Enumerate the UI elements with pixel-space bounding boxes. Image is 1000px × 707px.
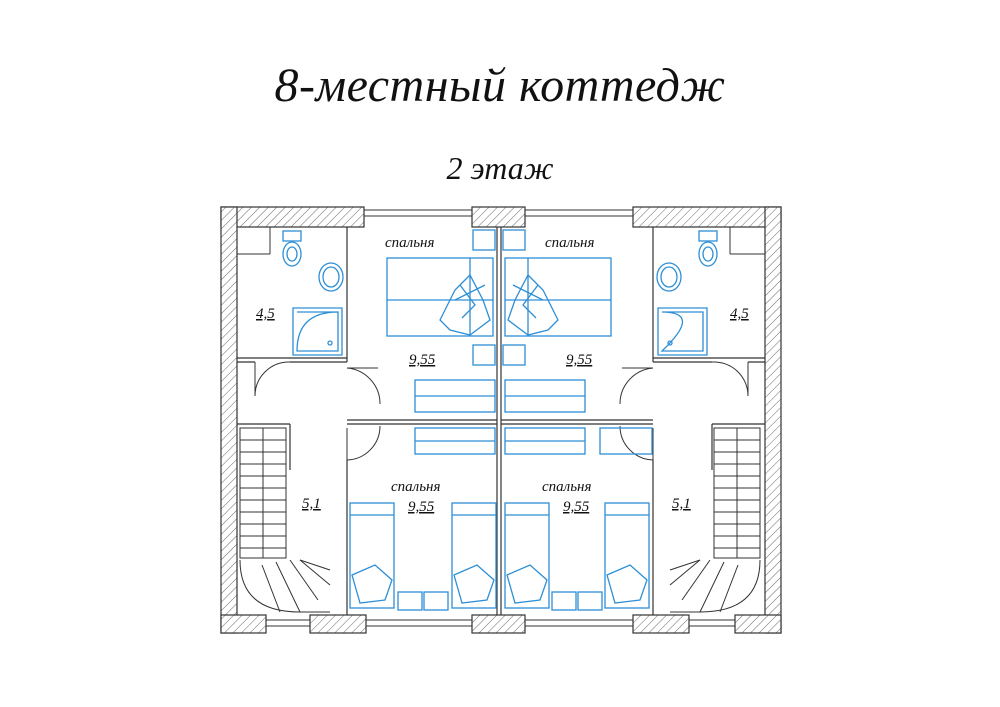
wardrobes-corridor (414, 379, 653, 455)
page-title: 8-местный коттедж (274, 59, 726, 112)
outer-walls (220, 206, 782, 634)
interior-walls (237, 227, 765, 615)
room-area-bathroom-left: 4,5 (256, 306, 275, 322)
bathroom-fixtures-right (656, 230, 718, 356)
beds-bottom-left (349, 502, 497, 611)
room-area-bathroom-right: 4,5 (730, 306, 749, 322)
room-area-stair-right: 5,1 (672, 496, 691, 512)
room-name-bedroom-top-left: спальня (385, 235, 434, 251)
staircase-right (669, 427, 761, 613)
floor-subtitle: 2 этаж (446, 150, 554, 186)
room-name-bedroom-top-right: спальня (545, 235, 594, 251)
bathroom-fixtures-left (282, 230, 344, 356)
doors (254, 361, 749, 461)
room-area-bedroom-bottom-left: 9,55 (408, 499, 435, 515)
nightstands-top (472, 229, 526, 366)
windows (266, 209, 735, 627)
bathroom-wall-lines (237, 227, 765, 255)
room-name-bedroom-bottom-right: спальня (542, 479, 591, 495)
bed-top-right (504, 257, 612, 337)
room-area-bedroom-bottom-right: 9,55 (563, 499, 590, 515)
bed-top-left (386, 257, 494, 337)
room-area-bedroom-top-left: 9,55 (409, 352, 436, 368)
room-name-bedroom-bottom-left: спальня (391, 479, 440, 495)
staircase-left (239, 427, 331, 613)
room-area-stair-left: 5,1 (302, 496, 321, 512)
room-area-bedroom-top-right: 9,55 (566, 352, 593, 368)
beds-bottom-right (504, 502, 650, 611)
